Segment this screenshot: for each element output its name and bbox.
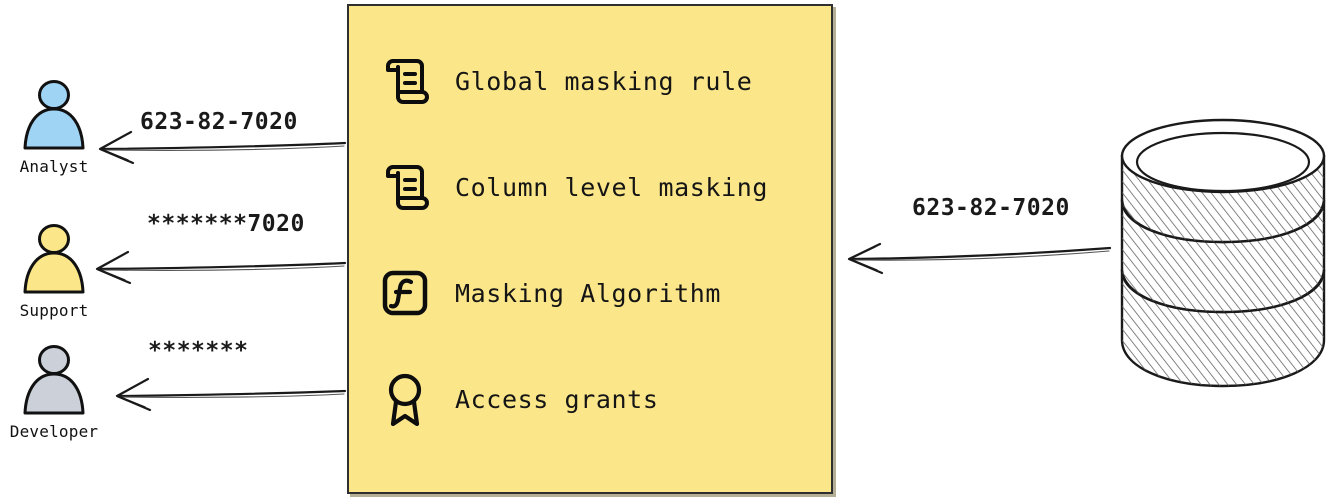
policy-item-label: Global masking rule	[455, 66, 753, 96]
actor-developer[interactable]: Developer	[0, 343, 114, 441]
actor-label: Developer	[9, 422, 99, 441]
scroll-icon	[377, 53, 433, 109]
person-icon	[18, 78, 90, 156]
edge-label-database: 623-82-7020	[912, 195, 1070, 221]
arrow-to-developer	[115, 377, 347, 412]
arrow-to-analyst	[98, 130, 347, 165]
policy-list: Global masking rule Column level masking	[377, 50, 821, 430]
scroll-icon	[377, 159, 433, 215]
policy-item-label: Column level masking	[455, 172, 769, 202]
ribbon-award-icon	[377, 371, 433, 427]
arrow-to-support	[95, 250, 347, 285]
actor-label: Analyst	[19, 157, 89, 176]
database-cylinder-icon	[1112, 112, 1334, 402]
actor-analyst[interactable]: Analyst	[0, 78, 114, 176]
policy-item-global-masking-rule[interactable]: Global masking rule	[377, 50, 821, 112]
edge-label-developer: *******	[148, 338, 249, 364]
policy-card: Global masking rule Column level masking	[347, 4, 833, 494]
function-icon	[377, 265, 433, 321]
actor-label: Support	[19, 301, 89, 320]
actor-support[interactable]: Support	[0, 222, 114, 320]
arrow-db-to-card	[847, 242, 1112, 275]
edge-label-analyst: 623-82-7020	[140, 109, 298, 135]
policy-item-label: Masking Algorithm	[455, 278, 722, 308]
policy-item-column-level-masking[interactable]: Column level masking	[377, 156, 821, 218]
person-icon	[18, 343, 90, 421]
edge-label-support: *******7020	[147, 211, 305, 237]
policy-item-label: Access grants	[455, 384, 659, 414]
policy-item-access-grants[interactable]: Access grants	[377, 368, 821, 430]
person-icon	[18, 222, 90, 300]
policy-item-masking-algorithm[interactable]: Masking Algorithm	[377, 262, 821, 324]
